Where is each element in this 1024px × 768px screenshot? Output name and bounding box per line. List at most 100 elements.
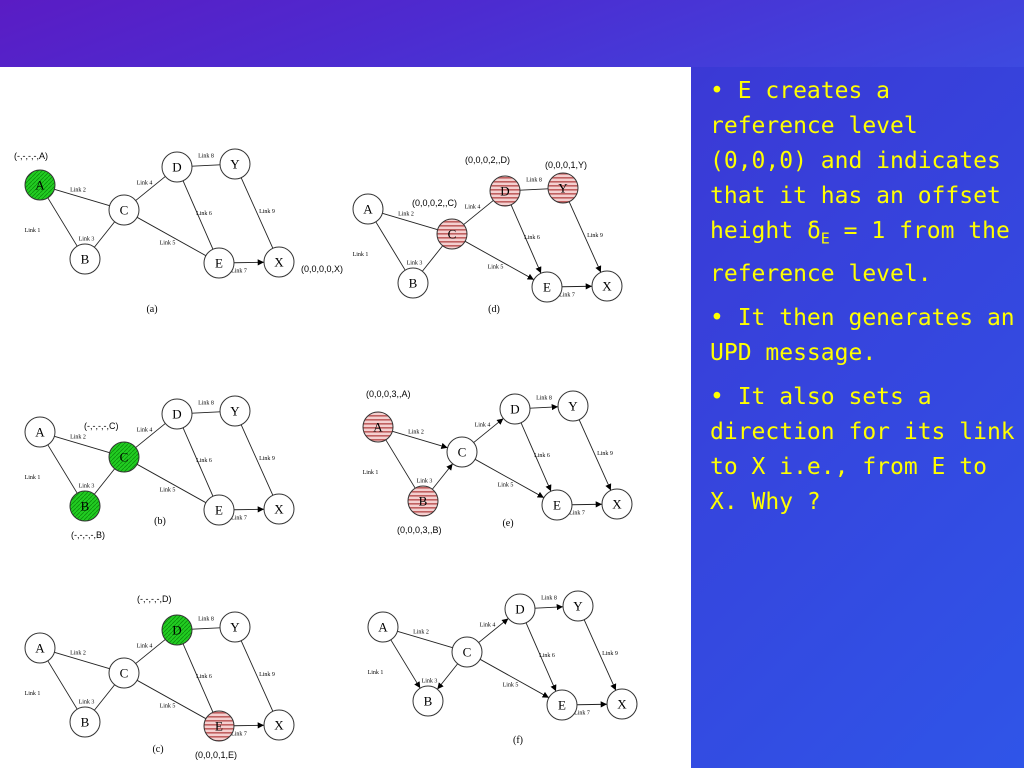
node-C — [108, 657, 140, 689]
node-label-D: D — [172, 407, 181, 422]
edge-BC — [421, 245, 444, 272]
edge-YX — [568, 201, 602, 273]
link-label: Link 2 — [398, 212, 414, 218]
node-label-A: A — [363, 202, 373, 217]
edge-EX — [233, 506, 265, 513]
edge-AB — [390, 639, 421, 689]
link-label: Link 4 — [475, 423, 491, 429]
delta-symbol: δ — [806, 218, 821, 244]
node-label-C: C — [120, 666, 129, 681]
node-label-Y: Y — [230, 404, 240, 419]
tuple-label-B: (-,-,-,-,B) — [71, 530, 105, 540]
link-label: Link 5 — [503, 683, 519, 689]
node-D — [161, 614, 193, 646]
node-label-X: X — [617, 697, 627, 712]
node-B — [407, 485, 439, 517]
bullet-list: • E creates a reference level (0,0,0) an… — [710, 74, 1015, 529]
edge-CD — [473, 418, 504, 443]
node-label-X: X — [274, 255, 284, 270]
node-Y — [562, 590, 594, 622]
node-D — [504, 593, 536, 625]
edge-CE — [479, 658, 550, 699]
node-X — [601, 488, 633, 520]
link-label: Link 2 — [408, 430, 424, 436]
link-label: Link 7 — [231, 269, 247, 275]
edge-AC — [382, 212, 438, 231]
link-label: Link 9 — [602, 651, 618, 657]
link-label: Link 6 — [196, 458, 212, 464]
link-label: Link 3 — [79, 700, 95, 706]
node-label-A: A — [35, 178, 45, 193]
link-label: Link 4 — [480, 623, 496, 629]
edge-DY — [534, 603, 564, 611]
edge-CE — [136, 216, 207, 257]
edge-CD — [135, 176, 166, 201]
tuple-label-A: (-,-,-,-,A) — [14, 151, 48, 161]
link-label: Link 1 — [25, 691, 41, 697]
link-label: Link 5 — [160, 488, 176, 494]
edge-EX — [571, 501, 603, 508]
diagram-panel: Link 2 Link 1 Link 3 Link 4 Link 5 Link 6 Link… — [0, 67, 691, 768]
link-label: Link 8 — [536, 396, 552, 402]
tuple-label-C: (0,0,0,2,,C) — [412, 198, 457, 208]
link-label: Link 2 — [413, 630, 429, 636]
node-A — [362, 411, 394, 443]
node-label-X: X — [612, 497, 622, 512]
link-label: Link 4 — [465, 205, 481, 211]
node-label-C: C — [120, 450, 129, 465]
link-label: Link 9 — [259, 209, 275, 215]
link-label: Link 1 — [25, 475, 41, 481]
node-label-Y: Y — [558, 181, 568, 196]
node-B — [412, 685, 444, 717]
edge-AC — [54, 188, 110, 207]
edge-DY — [529, 403, 559, 411]
link-label: Link 5 — [498, 483, 514, 489]
tuple-label-D: (0,0,0,2,,D) — [465, 155, 510, 165]
node-X — [591, 270, 623, 302]
node-label-C: C — [120, 203, 129, 218]
node-label-A: A — [373, 420, 383, 435]
node-Y — [219, 395, 251, 427]
node-label-Y: Y — [230, 620, 240, 635]
node-B — [69, 490, 101, 522]
link-label: Link 3 — [79, 237, 95, 243]
node-A — [24, 632, 56, 664]
node-label-D: D — [172, 160, 181, 175]
node-label-E: E — [553, 498, 561, 513]
node-label-E: E — [215, 503, 223, 518]
edge-DE — [182, 427, 214, 497]
bullet-reference-level: • E creates a reference level (0,0,0) an… — [710, 74, 1015, 292]
delta-subscript: E — [820, 229, 830, 248]
link-label: Link 5 — [160, 241, 176, 247]
edge-DE — [182, 643, 214, 713]
link-label: Link 9 — [259, 456, 275, 462]
edge-YX — [240, 177, 274, 249]
edge-CD — [478, 618, 509, 643]
node-label-C: C — [448, 227, 457, 242]
bullet-direction: • It also sets a direction for its link … — [710, 383, 1015, 515]
edge-AB — [47, 444, 78, 494]
node-C — [451, 636, 483, 668]
link-label: Link 3 — [79, 484, 95, 490]
link-label: Link 4 — [137, 644, 153, 650]
node-label-B: B — [81, 499, 90, 514]
routing-diagram: Link 2 Link 1 Link 3 Link 4 Link 5 Link 6 Link… — [14, 148, 638, 760]
edge-AB — [385, 439, 416, 489]
edge-AB — [47, 197, 78, 247]
node-E — [541, 489, 573, 521]
caption-c: (c) — [152, 744, 163, 755]
link-label: Link 2 — [70, 188, 86, 194]
edge-EX — [233, 259, 265, 266]
link-label: Link 4 — [137, 181, 153, 187]
link-label: Link 8 — [526, 178, 542, 184]
edge-AB — [375, 221, 406, 271]
edge-DE — [182, 180, 214, 250]
node-D — [499, 393, 531, 425]
node-A — [352, 193, 384, 225]
edge-BC — [436, 663, 459, 690]
link-label: Link 6 — [196, 674, 212, 680]
node-label-D: D — [515, 602, 524, 617]
node-label-E: E — [215, 256, 223, 271]
